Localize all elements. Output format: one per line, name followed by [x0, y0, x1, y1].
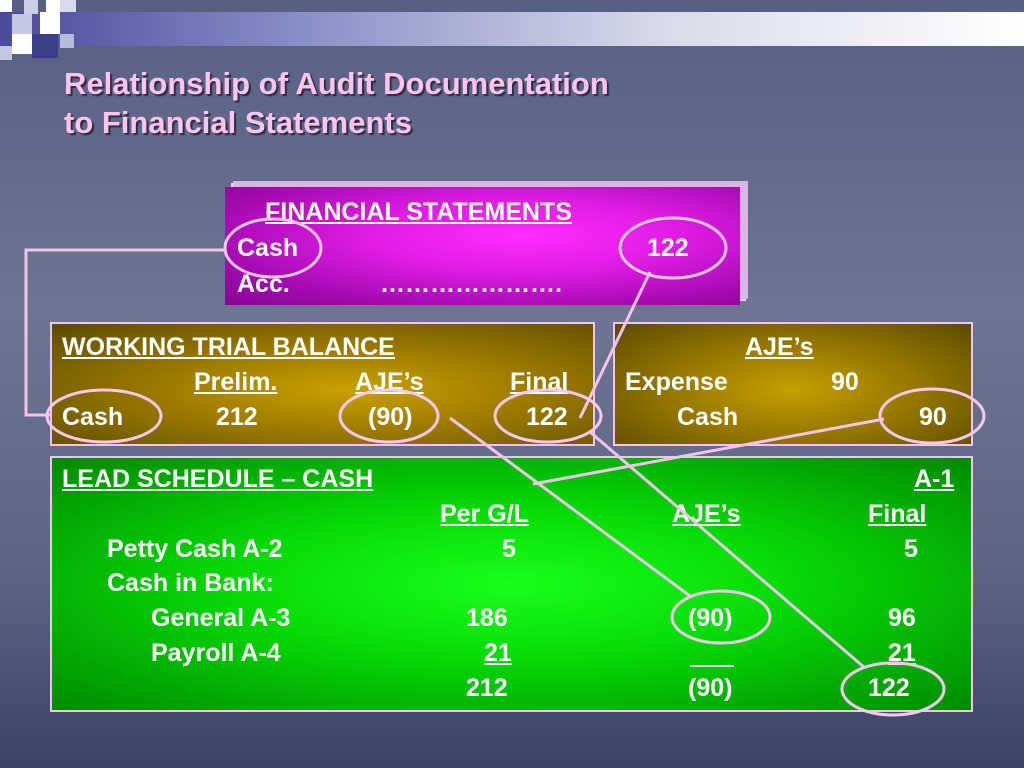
ajes-debit-value: 90 [831, 368, 859, 396]
wtb-cash-prelim: 212 [216, 403, 258, 431]
decor-square [0, 0, 12, 12]
decor-square [60, 0, 76, 12]
lead-row-final: 96 [888, 604, 916, 632]
lead-row-label: General A-3 [151, 604, 291, 632]
lead-ref: A-1 [914, 465, 955, 493]
ajes-blank-underline [690, 665, 734, 667]
decor-square [12, 14, 32, 34]
wtb-heading: WORKING TRIAL BALANCE [62, 333, 395, 361]
lead-heading: LEAD SCHEDULE – CASH [62, 465, 374, 493]
fs-heading: FINANCIAL STATEMENTS [265, 198, 572, 226]
lead-total-final: 122 [868, 674, 910, 702]
decor-square [32, 34, 58, 58]
lead-row-ajes: (90) [688, 604, 733, 632]
lead-row-final: 21 [888, 639, 916, 667]
working-trial-balance-box: WORKING TRIAL BALANCE Prelim. AJE’s Fina… [50, 322, 595, 446]
decor-square [24, 0, 38, 14]
decor-square [40, 12, 60, 34]
ajes-credit-value: 90 [919, 403, 947, 431]
decor-square [0, 46, 12, 60]
wtb-cash-final: 122 [526, 403, 568, 431]
lead-row-gl: 5 [502, 535, 516, 563]
wtb-col-prelim: Prelim. [194, 368, 278, 396]
title-line-2: to Financial Statements [64, 105, 412, 140]
header-gradient-bar [0, 12, 1024, 46]
decor-square [46, 0, 60, 14]
ajes-heading: AJE’s [745, 333, 814, 361]
lead-col-gl: Per G/L [440, 500, 529, 528]
fs-cash-label: Cash [237, 234, 299, 262]
lead-schedule-box: LEAD SCHEDULE – CASH A-1 Per G/L AJE’s F… [50, 456, 973, 712]
lead-col-final: Final [868, 500, 927, 528]
lead-total-ajes: (90) [688, 674, 733, 702]
lead-row-gl: 186 [466, 604, 508, 632]
ajes-box: AJE’s Expense 90 Cash 90 [613, 322, 973, 446]
ajes-debit-label: Expense [625, 368, 728, 396]
lead-row-label: Payroll A-4 [151, 639, 281, 667]
financial-statements-box: FINANCIAL STATEMENTS Cash 122 Acc. ……………… [225, 187, 740, 305]
lead-row-label: Cash in Bank: [107, 569, 274, 597]
decor-square [12, 34, 32, 54]
lead-col-ajes: AJE’s [672, 500, 741, 528]
wtb-cash-label: Cash [62, 403, 124, 431]
slide-title: Relationship of Audit Documentation to F… [64, 64, 609, 142]
title-line-1: Relationship of Audit Documentation [64, 66, 609, 101]
decor-square [60, 34, 74, 48]
lead-total-gl: 212 [466, 674, 508, 702]
fs-cash-value: 122 [647, 234, 689, 262]
wtb-col-final: Final [510, 368, 569, 396]
wtb-cash-ajes: (90) [368, 403, 413, 431]
lead-row-label: Petty Cash A-2 [107, 535, 283, 563]
ajes-credit-label: Cash [677, 403, 739, 431]
fs-acc-dots: …………………. [380, 270, 562, 298]
fs-acc-label: Acc. [237, 270, 290, 298]
wtb-col-ajes: AJE’s [355, 368, 424, 396]
lead-row-final: 5 [904, 535, 918, 563]
lead-row-gl: 21 [484, 639, 512, 667]
